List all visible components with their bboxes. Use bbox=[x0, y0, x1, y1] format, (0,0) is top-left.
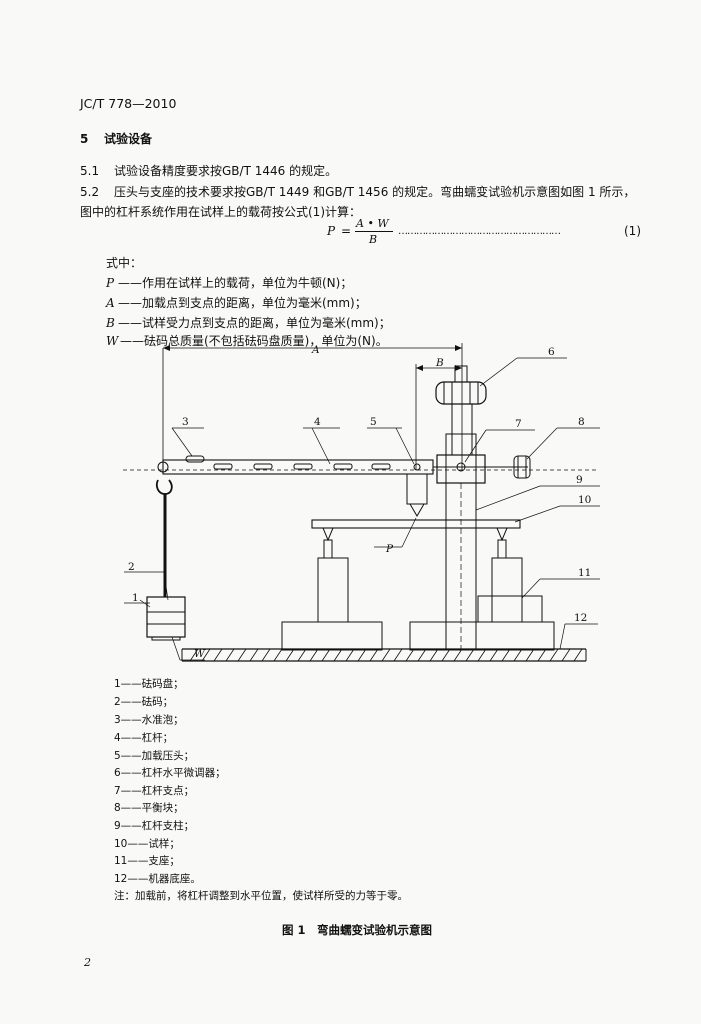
callout-2: 2 bbox=[128, 561, 135, 573]
where-definition: ——砝码总质量(不包括砝码盘质量)，单位为(N)。 bbox=[120, 334, 388, 348]
hanger-hook bbox=[155, 479, 173, 495]
where-definition: ——作用在试样上的载荷，单位为牛顿(N)； bbox=[118, 276, 353, 290]
callout-4: 4 bbox=[314, 416, 321, 428]
legend-item: 5——加载压头； bbox=[114, 750, 195, 762]
machine-base-hatching bbox=[189, 648, 583, 662]
callout-7: 7 bbox=[515, 418, 522, 430]
legend-item: 1——砝码盘； bbox=[114, 678, 184, 690]
clause-text: 压头与支座的技术要求按GB/T 1449 和GB/T 1456 的规定。弯曲蠕变… bbox=[114, 185, 636, 199]
weight-pan bbox=[151, 636, 181, 641]
callout-3: 3 bbox=[182, 416, 189, 428]
formula-numerator: A • W bbox=[356, 217, 389, 230]
section-number: 5 bbox=[80, 132, 89, 146]
support-base-left bbox=[281, 621, 383, 651]
formula-number: (1) bbox=[624, 224, 641, 238]
loading-head bbox=[406, 473, 428, 505]
clause-number: 5.1 bbox=[80, 164, 100, 178]
callout-10: 10 bbox=[578, 494, 591, 506]
support-body-right bbox=[491, 557, 523, 623]
callout-numbers: 1 2 3 4 5 6 7 8 9 10 11 12 A B P W bbox=[128, 344, 591, 660]
legend-item: 8——平衡块； bbox=[114, 802, 184, 814]
callout-9: 9 bbox=[576, 474, 583, 486]
dimension-A-label: A bbox=[311, 344, 320, 356]
page-number: 2 bbox=[84, 956, 91, 969]
dimension-B-label: B bbox=[435, 357, 444, 369]
formula-leader: ……………………………………………… bbox=[398, 226, 561, 237]
formula-lhs: P bbox=[327, 224, 336, 238]
where-definition: ——试样受力点到支点的距离，单位为毫米(mm)； bbox=[118, 316, 391, 330]
where-heading: 式中： bbox=[106, 256, 143, 270]
support-block-right bbox=[477, 595, 543, 623]
callout-5: 5 bbox=[370, 416, 377, 428]
callout-8: 8 bbox=[578, 416, 585, 428]
figure-caption: 图 1 弯曲蠕变试验机示意图 bbox=[282, 923, 433, 937]
weight-W-label: W bbox=[194, 648, 206, 660]
figure-note: 注：加载前，将杠杆调整到水平位置，使试样所受的力等于零。 bbox=[114, 890, 408, 902]
callout-11: 11 bbox=[578, 567, 591, 579]
loading-head-pin bbox=[413, 463, 421, 471]
legend-item: 7——杠杆支点； bbox=[114, 785, 195, 797]
support-tip-right bbox=[496, 527, 508, 542]
where-definition: ——加载点到支点的距离，单位为毫米(mm)； bbox=[118, 296, 367, 310]
level-bubble bbox=[185, 455, 205, 463]
fulcrum-pin bbox=[456, 462, 466, 472]
standard-id: JC/T 778—2010 bbox=[80, 96, 177, 111]
dimension-arrows bbox=[163, 345, 462, 371]
callout-12: 12 bbox=[574, 612, 587, 624]
support-stem-left bbox=[323, 539, 333, 559]
legend-item: 2——砝码； bbox=[114, 696, 174, 708]
clause-text: 试验设备精度要求按GB/T 1446 的规定。 bbox=[114, 164, 338, 178]
where-symbol: A bbox=[106, 296, 115, 310]
support-body-left bbox=[317, 557, 349, 623]
where-symbol: B bbox=[106, 316, 115, 330]
weights bbox=[146, 596, 186, 638]
lever-slots bbox=[213, 463, 391, 470]
support-base-right bbox=[409, 621, 555, 651]
legend-item: 12——机器底座。 bbox=[114, 873, 201, 885]
legend-item: 4——杠杆； bbox=[114, 732, 174, 744]
lever bbox=[162, 459, 434, 475]
specimen bbox=[311, 519, 521, 529]
callout-1: 1 bbox=[132, 592, 139, 604]
adjuster-stem bbox=[451, 403, 473, 456]
support-stem-right bbox=[497, 539, 507, 559]
loading-head-tip bbox=[409, 503, 425, 517]
section-title: 试验设备 bbox=[104, 132, 153, 146]
callout-6: 6 bbox=[548, 346, 555, 358]
legend-item: 11——支座； bbox=[114, 855, 180, 867]
clause-number: 5.2 bbox=[80, 185, 100, 199]
where-symbol: W bbox=[106, 334, 119, 348]
formula-denominator: B bbox=[369, 233, 378, 246]
legend-item: 10——试样； bbox=[114, 838, 180, 850]
support-tip-left bbox=[322, 527, 334, 542]
hanger-pivot bbox=[157, 461, 169, 473]
load-P-label: P bbox=[385, 543, 394, 555]
legend-item: 6——杠杆水平微调器； bbox=[114, 767, 226, 779]
where-symbol: P bbox=[106, 276, 115, 290]
callout-leaders bbox=[124, 357, 600, 661]
legend-item: 3——水准泡； bbox=[114, 714, 184, 726]
legend-item: 9——杠杆支柱； bbox=[114, 820, 195, 832]
formula-equals: = bbox=[341, 224, 352, 238]
adjuster-screw bbox=[454, 365, 468, 383]
fulcrum-block bbox=[436, 454, 486, 484]
clause-continuation: 图中的杠杆系统作用在试样上的载荷按公式(1)计算： bbox=[80, 205, 362, 219]
fraction-bar bbox=[355, 231, 393, 232]
counterweight bbox=[513, 455, 531, 479]
